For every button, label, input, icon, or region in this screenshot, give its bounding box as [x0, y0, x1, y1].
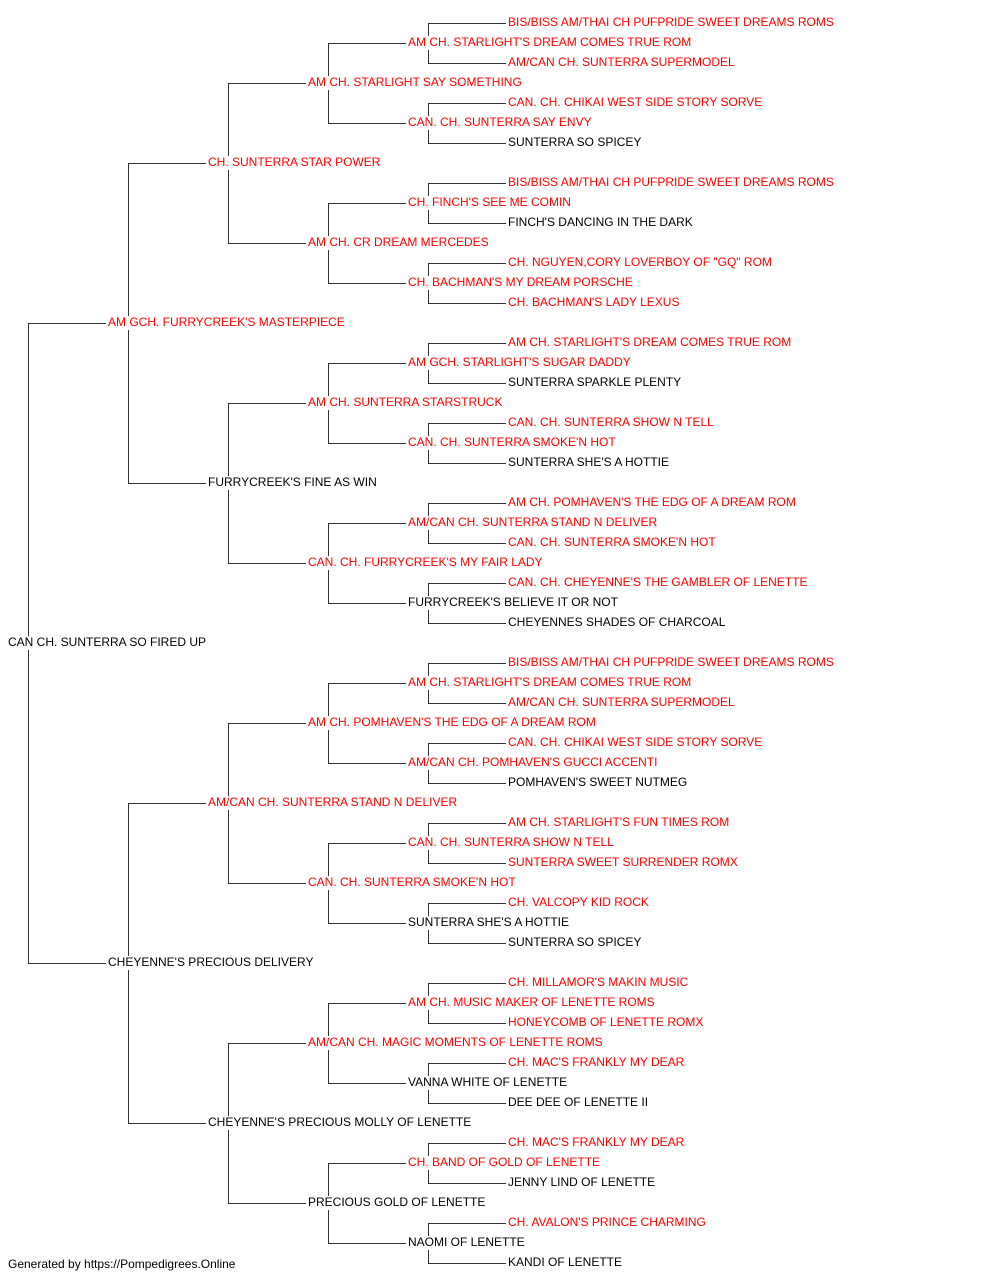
ggg-grandparent-name: CAN. CH. SUNTERRA SHOW N TELL: [508, 415, 714, 429]
subject-name: CAN CH. SUNTERRA SO FIRED UP: [8, 635, 207, 649]
ggg-grandparent-name: AM CH. POMHAVEN'S THE EDG OF A DREAM ROM: [508, 495, 796, 509]
parent-name: CHEYENNE'S PRECIOUS DELIVERY: [108, 955, 314, 969]
parent-name: AM GCH. FURRYCREEK'S MASTERPIECE: [108, 315, 345, 329]
great-grandparent-name: AM CH. POMHAVEN'S THE EDG OF A DREAM ROM: [308, 715, 596, 729]
ggg-grandparent-name: CAN. CH. CHIKAI WEST SIDE STORY SORVE: [508, 735, 763, 749]
gg-grandparent-name: AM/CAN CH. POMHAVEN'S GUCCI ACCENTI: [408, 755, 658, 769]
grandparent-name: CHEYENNE'S PRECIOUS MOLLY OF LENETTE: [208, 1115, 472, 1129]
gg-grandparent-name: AM/CAN CH. SUNTERRA STAND N DELIVER: [408, 515, 658, 529]
ggg-grandparent-name: CH. NGUYEN,CORY LOVERBOY OF "GQ" ROM: [508, 255, 772, 269]
ggg-grandparent-name: DEE DEE OF LENETTE II: [508, 1095, 649, 1109]
gg-grandparent-name: CH. BAND OF GOLD OF LENETTE: [408, 1155, 601, 1169]
ggg-grandparent-name: CHEYENNES SHADES OF CHARCOAL: [508, 615, 726, 629]
gg-grandparent-name: AM GCH. STARLIGHT'S SUGAR DADDY: [408, 355, 631, 369]
gg-grandparent-name: AM CH. STARLIGHT'S DREAM COMES TRUE ROM: [408, 675, 692, 689]
gg-grandparent-name: CH. FINCH'S SEE ME COMIN: [408, 195, 571, 209]
ggg-grandparent-name: FINCH'S DANCING IN THE DARK: [508, 215, 693, 229]
ggg-grandparent-name: POMHAVEN'S SWEET NUTMEG: [508, 775, 688, 789]
great-grandparent-name: AM CH. SUNTERRA STARSTRUCK: [308, 395, 503, 409]
great-grandparent-name: AM/CAN CH. MAGIC MOMENTS OF LENETTE ROMS: [308, 1035, 603, 1049]
ggg-grandparent-name: CH. MAC'S FRANKLY MY DEAR: [508, 1055, 685, 1069]
gg-grandparent-name: VANNA WHITE OF LENETTE: [408, 1075, 568, 1089]
gg-grandparent-name: AM CH. MUSIC MAKER OF LENETTE ROMS: [408, 995, 655, 1009]
ggg-grandparent-name: SUNTERRA SO SPICEY: [508, 935, 642, 949]
ggg-grandparent-name: AM/CAN CH. SUNTERRA SUPERMODEL: [508, 55, 735, 69]
ggg-grandparent-name: CH. AVALON'S PRINCE CHARMING: [508, 1215, 706, 1229]
great-grandparent-name: PRECIOUS GOLD OF LENETTE: [308, 1195, 486, 1209]
grandparent-name: AM/CAN CH. SUNTERRA STAND N DELIVER: [208, 795, 458, 809]
gg-grandparent-name: SUNTERRA SHE'S A HOTTIE: [408, 915, 569, 929]
gg-grandparent-name: AM CH. STARLIGHT'S DREAM COMES TRUE ROM: [408, 35, 692, 49]
ggg-grandparent-name: BIS/BISS AM/THAI CH PUFPRIDE SWEET DREAM…: [508, 15, 834, 29]
ggg-grandparent-name: CH. BACHMAN'S LADY LEXUS: [508, 295, 680, 309]
gg-grandparent-name: CAN. CH. SUNTERRA SMOKE'N HOT: [408, 435, 616, 449]
grandparent-name: CH. SUNTERRA STAR POWER: [208, 155, 381, 169]
generated-by-footer: Generated by https://Pompedigrees.Online: [8, 1257, 236, 1271]
great-grandparent-name: AM CH. CR DREAM MERCEDES: [308, 235, 489, 249]
ggg-grandparent-name: SUNTERRA SWEET SURRENDER ROMX: [508, 855, 738, 869]
gg-grandparent-name: CAN. CH. SUNTERRA SAY ENVY: [408, 115, 592, 129]
ggg-grandparent-name: AM CH. STARLIGHT'S DREAM COMES TRUE ROM: [508, 335, 792, 349]
ggg-grandparent-name: SUNTERRA SO SPICEY: [508, 135, 642, 149]
ggg-grandparent-name: CH. MILLAMOR'S MAKIN MUSIC: [508, 975, 689, 989]
ggg-grandparent-name: JENNY LIND OF LENETTE: [508, 1175, 656, 1189]
ggg-grandparent-name: KANDI OF LENETTE: [508, 1255, 623, 1269]
ggg-grandparent-name: BIS/BISS AM/THAI CH PUFPRIDE SWEET DREAM…: [508, 175, 834, 189]
ggg-grandparent-name: AM CH. STARLIGHT'S FUN TIMES ROM: [508, 815, 730, 829]
gg-grandparent-name: CAN. CH. SUNTERRA SHOW N TELL: [408, 835, 614, 849]
ggg-grandparent-name: HONEYCOMB OF LENETTE ROMX: [508, 1015, 704, 1029]
ggg-grandparent-name: AM/CAN CH. SUNTERRA SUPERMODEL: [508, 695, 735, 709]
great-grandparent-name: AM CH. STARLIGHT SAY SOMETHING: [308, 75, 522, 89]
gg-grandparent-name: CH. BACHMAN'S MY DREAM PORSCHE: [408, 275, 633, 289]
ggg-grandparent-name: CH. MAC'S FRANKLY MY DEAR: [508, 1135, 685, 1149]
ggg-grandparent-name: BIS/BISS AM/THAI CH PUFPRIDE SWEET DREAM…: [508, 655, 834, 669]
great-grandparent-name: CAN. CH. FURRYCREEK'S MY FAIR LADY: [308, 555, 543, 569]
ggg-grandparent-name: SUNTERRA SPARKLE PLENTY: [508, 375, 682, 389]
gg-grandparent-name: NAOMI OF LENETTE: [408, 1235, 525, 1249]
great-grandparent-name: CAN. CH. SUNTERRA SMOKE'N HOT: [308, 875, 516, 889]
ggg-grandparent-name: CH. VALCOPY KID ROCK: [508, 895, 649, 909]
grandparent-name: FURRYCREEK'S FINE AS WIN: [208, 475, 377, 489]
ggg-grandparent-name: CAN. CH. SUNTERRA SMOKE'N HOT: [508, 535, 716, 549]
ggg-grandparent-name: SUNTERRA SHE'S A HOTTIE: [508, 455, 669, 469]
ggg-grandparent-name: CAN. CH. CHEYENNE'S THE GAMBLER OF LENET…: [508, 575, 808, 589]
gg-grandparent-name: FURRYCREEK'S BELIEVE IT OR NOT: [408, 595, 618, 609]
ggg-grandparent-name: CAN. CH. CHIKAI WEST SIDE STORY SORVE: [508, 95, 763, 109]
